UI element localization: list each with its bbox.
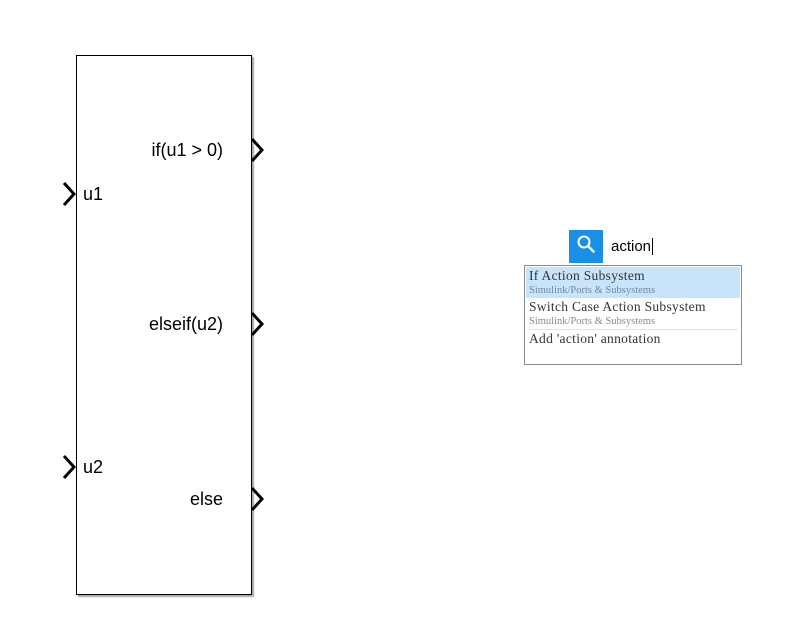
result-title: Switch Case Action Subsystem (529, 299, 706, 314)
quick-insert-search-input[interactable]: action (603, 230, 663, 263)
quick-insert-search-bar: action (569, 230, 663, 263)
result-item-switch-case-action-subsystem[interactable]: Switch Case Action Subsystem Simulink/Po… (526, 298, 740, 329)
input-port-label-u2: u2 (83, 457, 104, 477)
if-block[interactable] (76, 55, 252, 595)
output-port-elseif-arrow[interactable] (250, 311, 264, 337)
result-title: Add 'action' annotation (529, 331, 661, 346)
result-library: Simulink/Ports & Subsystems (529, 316, 656, 327)
result-item-add-annotation[interactable]: Add 'action' annotation (526, 330, 740, 348)
quick-insert-results-list: If Action Subsystem Simulink/Ports & Sub… (524, 265, 742, 365)
result-title: If Action Subsystem (529, 268, 645, 283)
search-button[interactable] (569, 230, 603, 263)
output-port-label-else: else (189, 489, 223, 509)
output-port-if-arrow[interactable] (250, 137, 264, 163)
input-port-label-u1: u1 (83, 184, 104, 204)
input-port-u1-arrow[interactable] (62, 181, 76, 207)
search-input-value: action (611, 238, 652, 255)
output-port-else-arrow[interactable] (250, 486, 264, 512)
input-port-u2-arrow[interactable] (62, 454, 76, 480)
search-icon (576, 234, 596, 259)
output-port-label-if: if(u1 > 0) (151, 140, 223, 160)
result-separator (528, 329, 738, 330)
result-item-if-action-subsystem[interactable]: If Action Subsystem Simulink/Ports & Sub… (526, 267, 740, 298)
text-caret (652, 238, 654, 255)
output-port-label-elseif: elseif(u2) (148, 314, 223, 334)
result-library: Simulink/Ports & Subsystems (529, 285, 656, 296)
